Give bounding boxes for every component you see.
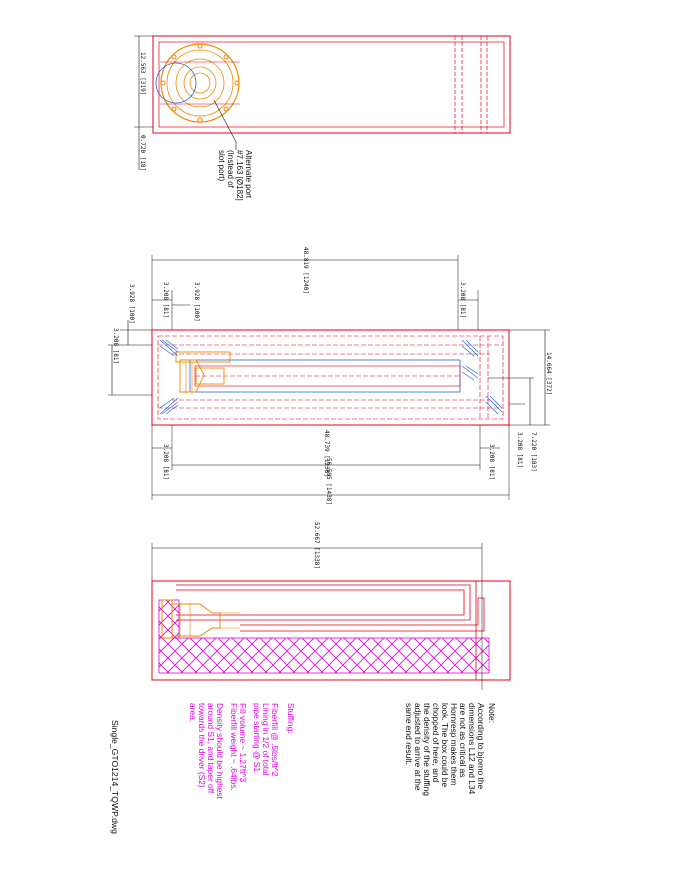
svg-text:the density of the stuffing: the density of the stuffing (422, 703, 432, 796)
driver-bottom (161, 599, 240, 639)
dim-r2: 3.208 [81] (516, 432, 523, 468)
svg-text:pipe starting @ S1.: pipe starting @ S1. (252, 703, 262, 774)
dim-lower-inner-length: 48.739 [1238] (323, 430, 330, 477)
stuffing-title: Stuffing: (286, 703, 296, 734)
dim-height: 14.664 [372] (545, 352, 552, 395)
svg-text:Hornresp makes them: Hornresp makes them (449, 703, 459, 785)
svg-text:are not as critical as: are not as critical as (458, 703, 468, 777)
bottom-view: 52.667 [1338] (151, 522, 511, 690)
svg-text:Fill volume ~ 1.27ft^3: Fill volume ~ 1.27ft^3 (238, 703, 248, 782)
svg-text:same end result.: same end result. (404, 703, 414, 765)
port-leader (213, 99, 237, 150)
port-label-line-3: (Instead of (226, 150, 235, 189)
drawing-filename: Single_GTO1214_TQWP.dwg (110, 720, 120, 834)
svg-text:According to bjorno the: According to bjorno the (476, 703, 486, 789)
middle-view-outline (151, 329, 510, 426)
svg-text:area.: area. (188, 703, 198, 722)
middle-view: 48.819 [1240] 3.208 [81] 3.928 [100] 3.2… (108, 247, 552, 505)
dim-left-edge: 3.208 [81] (112, 328, 119, 364)
dim-upper-inner-length: 48.819 [1240] (302, 247, 309, 294)
bottom-view-outline (151, 580, 511, 681)
svg-text:Density should be highest: Density should be highest (215, 703, 225, 800)
top-width-dimension: 12.563 [319] (139, 52, 146, 95)
port-label-line-2: #7.163 [Ø182] (235, 150, 244, 201)
alternate-port-circle (155, 62, 197, 104)
svg-text:chopped of here, and: chopped of here, and (431, 703, 441, 783)
dim-outer-left: 3.928 [100] (128, 284, 135, 324)
top-view-inner (158, 41, 505, 128)
port-label-line-1: Alternate port (244, 150, 253, 199)
dim-r3: 3.208 [81] (488, 444, 495, 480)
top-view: 12.563 [319] 0.720 [18] Alternate port #… (134, 35, 511, 201)
svg-text:Fiberfill @ .5lbs/ft^2: Fiberfill @ .5lbs/ft^2 (270, 703, 280, 777)
dim-lower-left: 3.208 [81] (162, 444, 169, 480)
svg-text:look. The box could be: look. The box could be (440, 703, 450, 787)
svg-text:Fiberfill weight ~ .64lbs.: Fiberfill weight ~ .64lbs. (229, 703, 239, 791)
dim-right-top: 3.208 [81] (459, 282, 466, 318)
top-wall-dimension: 0.720 [18] (139, 135, 146, 171)
dim-bottom-length: 52.667 [1338] (313, 522, 320, 569)
stuffing-block: Stuffing: Fiberfill @ .5lbs/ft^2 Lining … (188, 703, 296, 800)
svg-text:Lining in 1/2 of total: Lining in 1/2 of total (261, 703, 271, 776)
dim-left-a: 3.208 [81] (162, 282, 169, 318)
svg-text:towards the driver (S2): towards the driver (S2) (197, 703, 207, 788)
svg-text:around S1, and taper off: around S1, and taper off (206, 703, 216, 794)
svg-text:adjusted to arrive at the: adjusted to arrive at the (413, 703, 423, 791)
note-title: Note: (487, 703, 497, 723)
svg-text:dimensions L12 and L34: dimensions L12 and L34 (467, 703, 477, 795)
driver-side (175, 351, 231, 394)
note-block: Note: According to bjorno the dimensions… (404, 703, 497, 796)
dim-overall-length: 56.595 [1438] (325, 458, 332, 505)
top-view-outline (152, 35, 511, 134)
corner-deflectors (159, 339, 503, 415)
dim-r1: 7.220 [183] (530, 432, 537, 472)
port-label-line-4: slot port) (217, 150, 226, 181)
driver-top (155, 43, 240, 123)
dim-left-b: 3.928 [100] (193, 282, 200, 322)
stuffing-region (158, 637, 490, 674)
